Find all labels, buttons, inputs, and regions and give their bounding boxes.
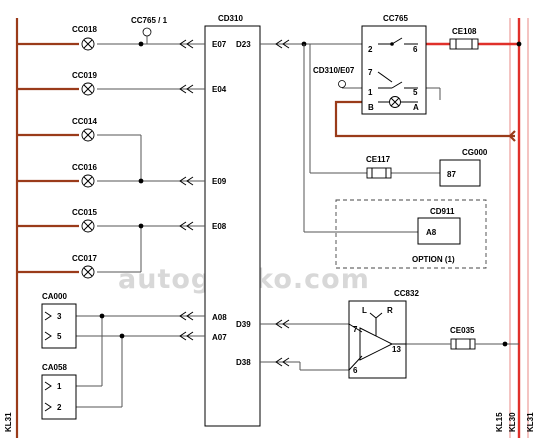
ca058-pin-1: 1 [57,382,62,391]
fuse-ce117-label: CE117 [366,155,391,164]
rail-label-kl30: KL30 [508,412,517,432]
ecu-pin-d39: D39 [236,320,251,329]
lamp-cc017: CC017 [72,254,97,279]
right-supply-rails: KL15 KL30 KL31 [495,18,535,438]
rail-label-kl15: KL15 [495,412,504,432]
relay-wiring [260,39,522,233]
ecu-pin-e09: E09 [212,177,227,186]
ca058-pin-2: 2 [57,403,62,412]
lamp-cc016: CC016 [72,163,97,188]
lamp-cc015: CC015 [72,208,97,233]
ecu-pin-e07: E07 [212,40,227,49]
relay-ref-label: CD310/E07 [313,66,355,75]
relay-reference: CD310/E07 [313,66,355,88]
test-point-label: CC765 / 1 [131,16,168,25]
cc832-pin-l: L [362,306,367,315]
module-cg000: CG000 87 [439,148,488,187]
left-ground-rail: KL31 [4,18,19,438]
cc832-label: CC832 [394,289,419,298]
lamp-cc018-label: CC018 [72,25,97,34]
lamp-cc015-label: CC015 [72,208,97,217]
lamp-cc017-label: CC017 [72,254,97,263]
ca000-pin-3: 3 [57,312,62,321]
ecu-pin-d23: D23 [236,40,251,49]
cc832-pin-7: 7 [353,325,358,334]
cd911-label: CD911 [430,207,455,216]
cc832-pin-r: R [387,306,393,315]
ca000-label: CA000 [42,292,67,301]
ecu-pin-a07: A07 [212,333,227,342]
relay-pin-6: 6 [413,45,418,54]
rail-label-kl31: KL31 [526,412,535,432]
relay-pin-b: B [368,103,374,112]
relay-pin-a: A [413,103,419,112]
cd911-pin: A8 [426,228,437,237]
cg000-pin: 87 [447,170,456,179]
fuse-ce035-label: CE035 [450,326,475,335]
fuse-ce035: CE035 [450,326,476,350]
lamp-cc014-label: CC014 [72,117,97,126]
module-cc832: L R CC832 7 13 6 [348,289,419,379]
fuse-ce108-label: CE108 [452,27,477,36]
ecu-label: CD310 [218,14,243,23]
cc832-wiring [260,319,519,371]
lamp-cc019: CC019 [72,71,97,96]
module-cd911: CD911 A8 OPTION (1) [335,199,487,269]
ecu-pin-e08: E08 [212,222,227,231]
fuse-ce117: CE117 [366,155,392,179]
lamp-cc018: CC018 [72,25,97,51]
ecu-cd310: CD310 E07 D23 E04 E09 E08 A08 A07 D39 D3… [204,14,261,427]
cg000-label: CG000 [462,148,488,157]
ecu-pin-d38: D38 [236,358,251,367]
ecu-pin-e04: E04 [212,85,227,94]
ca058-label: CA058 [42,363,67,372]
lamp-cc014: CC014 [72,117,97,142]
fuse-ce108: CE108 [449,27,479,50]
relay-pin-7: 7 [368,68,373,77]
connector-ca058: CA058 1 2 [41,363,77,420]
relay-pin-2: 2 [368,45,373,54]
lamp-wiring [17,27,205,274]
relay-pin-1: 1 [368,88,373,97]
lamp-cc016-label: CC016 [72,163,97,172]
relay-pin-5: 5 [413,88,418,97]
relay-label: CC765 [383,14,408,23]
relay-cc765: CC765 2 6 7 1 5 B A [361,14,427,115]
cc832-pin-6: 6 [353,366,358,375]
lamp-cc019-label: CC019 [72,71,97,80]
connector-wiring [76,311,205,408]
cd911-option: OPTION (1) [412,255,455,264]
ecu-pin-a08: A08 [212,313,227,322]
left-rail-label: KL31 [4,412,13,432]
ca000-pin-5: 5 [57,332,62,341]
cc832-pin-13: 13 [392,345,401,354]
connector-ca000: CA000 3 5 [41,292,77,349]
